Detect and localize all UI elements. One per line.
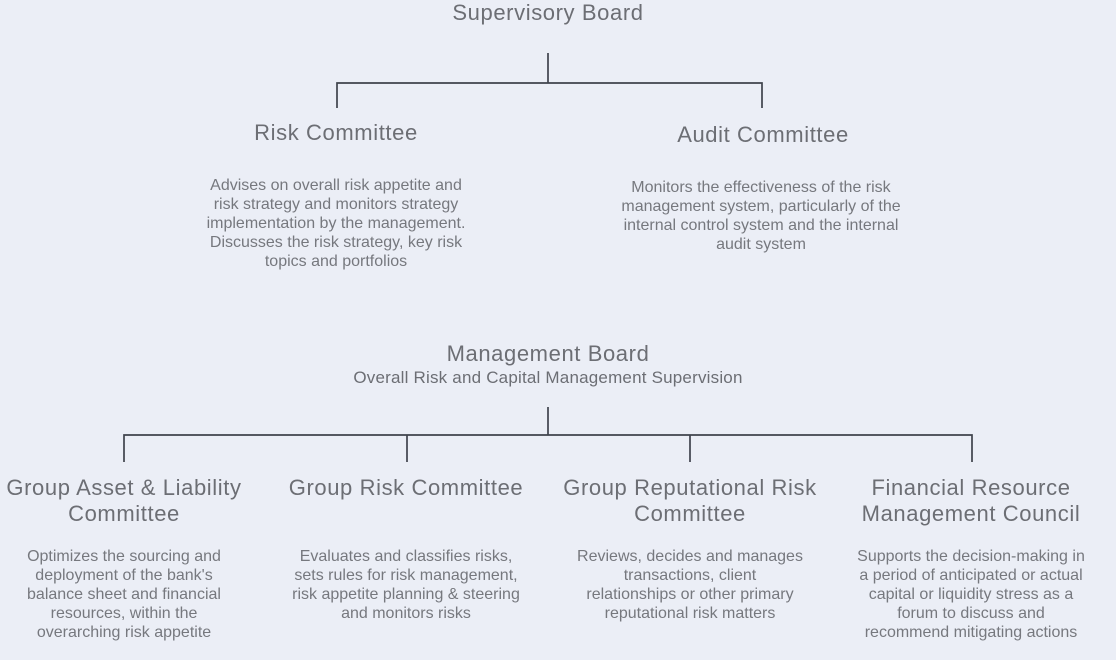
- management-board-subtitle: Overall Risk and Capital Management Supe…: [353, 368, 743, 387]
- group-reputational-description: Reviews, decides and manages transaction…: [577, 548, 803, 622]
- group-asset-liability-description: Optimizes the sourcing and deployment of…: [27, 548, 221, 641]
- risk-committee-description: Advises on overall risk appetite and ris…: [206, 177, 466, 270]
- financial-resource-title: Financial Resource Management Council: [861, 475, 1081, 526]
- financial-resource-description: Supports the decision-making in a period…: [857, 548, 1085, 641]
- group-risk-title: Group Risk Committee: [288, 475, 524, 500]
- audit-committee-description: Monitors the effectiveness of the risk m…: [621, 179, 901, 253]
- risk-committee-title: Risk Committee: [254, 120, 418, 145]
- connector-supervisory-bracket: [336, 82, 763, 108]
- connector-management-bracket: [123, 434, 973, 462]
- audit-committee-title: Audit Committee: [677, 122, 849, 147]
- group-risk-description: Evaluates and classifies risks, sets rul…: [292, 548, 520, 622]
- supervisory-board-title: Supervisory Board: [452, 0, 644, 25]
- group-reputational-title: Group Reputational Risk Committee: [563, 475, 817, 526]
- management-board-title: Management Board: [446, 341, 650, 366]
- group-asset-liability-title: Group Asset & Liability Committee: [6, 475, 242, 526]
